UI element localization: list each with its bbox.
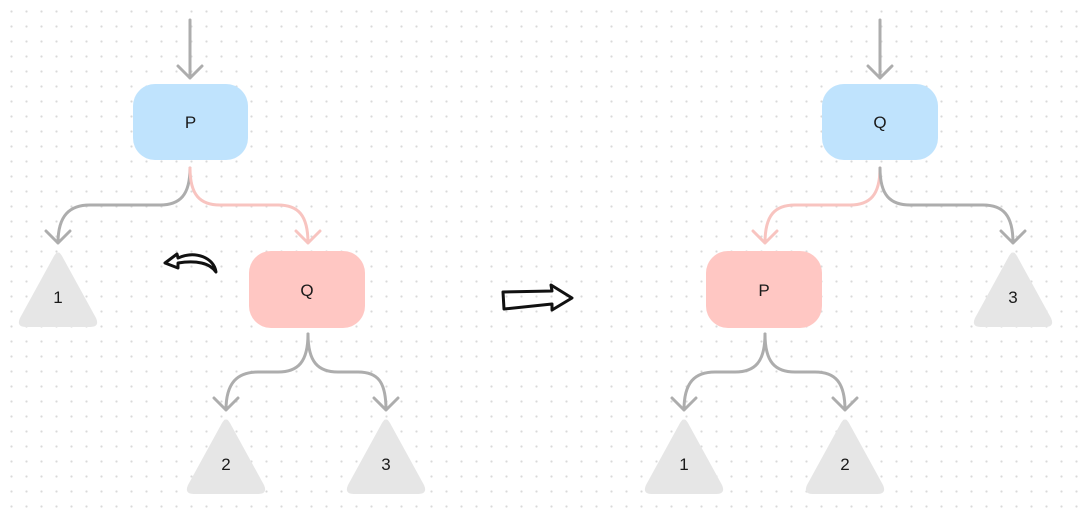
edge-root-to-leaf-1: [44, 166, 192, 245]
edge-root-to-child: [751, 166, 882, 245]
leaf-2: 2: [186, 419, 266, 494]
node-label: Q: [300, 281, 313, 300]
edge-root-to-child: [188, 166, 322, 245]
edge-root-to-leaf-3: [878, 166, 1027, 245]
node-label: P: [185, 113, 196, 132]
tree-after: Q P 3 1 2: [644, 18, 1053, 494]
node-q: Q: [249, 251, 365, 328]
node-q: Q: [822, 84, 938, 160]
incoming-edge-after: [866, 18, 894, 80]
node-p: P: [133, 84, 248, 160]
leaf-label: 2: [840, 455, 849, 474]
incoming-edge-before: [176, 18, 204, 80]
edge-child-to-leaf-2: [212, 332, 310, 412]
leaf-1: 1: [18, 252, 98, 327]
rotate-left-arrow-icon: [163, 252, 218, 274]
leaf-3: 3: [973, 252, 1053, 327]
edge-child-to-leaf-3: [306, 332, 400, 412]
leaf-label: 1: [53, 288, 62, 307]
tree-before: P Q 1 2 3: [18, 18, 426, 494]
leaf-label: 3: [1008, 288, 1017, 307]
node-p: P: [706, 251, 822, 328]
leaf-2: 2: [805, 419, 885, 494]
node-label: P: [758, 281, 769, 300]
leaf-1: 1: [644, 419, 724, 494]
leaf-label: 3: [381, 455, 390, 474]
leaf-label: 1: [679, 455, 688, 474]
leaf-3: 3: [346, 419, 426, 494]
node-label: Q: [873, 113, 886, 132]
right-arrow-icon: [501, 283, 574, 312]
edge-child-to-leaf-2: [763, 332, 859, 412]
leaf-label: 2: [221, 455, 230, 474]
edge-child-to-leaf-1: [670, 332, 767, 412]
